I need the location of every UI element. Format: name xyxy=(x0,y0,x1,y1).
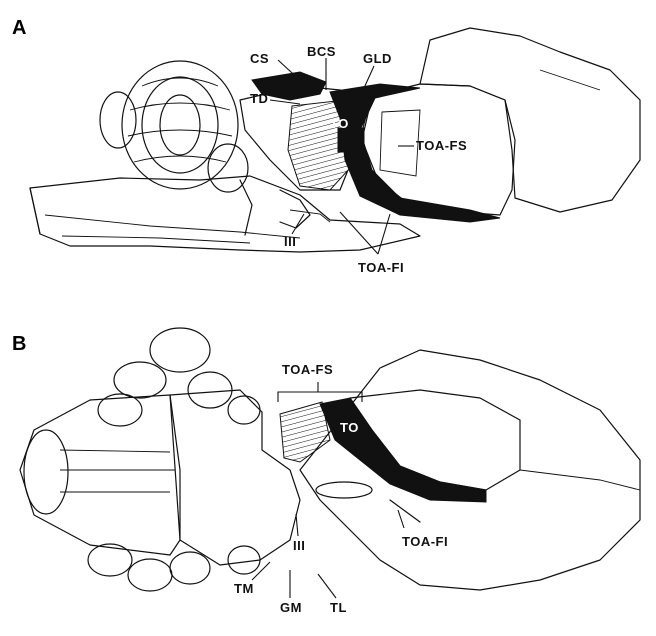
label-toa-fs-b: TOA-FS xyxy=(282,362,333,377)
label-iii-b: III xyxy=(293,538,305,553)
leader-toa-fi xyxy=(340,212,390,254)
panel-a-letter: A xyxy=(12,17,26,39)
tel-b-midline xyxy=(520,470,640,490)
label-toa-fi-b: TOA-FI xyxy=(402,534,448,549)
brainstem-lobe-line xyxy=(240,180,252,235)
olfactory-bulb xyxy=(420,28,640,212)
leader-td xyxy=(270,100,300,104)
panel-b: B TOA-FS TO TOA-FI xyxy=(12,328,640,615)
leader-iii-b xyxy=(296,514,298,536)
brainstem-cut-face xyxy=(30,188,40,234)
label-cs: CS xyxy=(250,51,269,66)
cerebellum xyxy=(100,61,248,192)
medulla-lines xyxy=(60,450,175,492)
nerve-iii-root xyxy=(280,190,310,228)
label-gm: GM xyxy=(280,600,302,615)
brainstem-groove xyxy=(45,215,300,238)
label-bcs: BCS xyxy=(307,44,336,59)
nucleus-ring xyxy=(228,396,260,424)
telencephalon-b xyxy=(300,350,640,590)
label-to-b: TO xyxy=(340,420,359,435)
panel-a: A xyxy=(12,17,640,275)
label-tl: TL xyxy=(330,600,347,615)
ventral-structure xyxy=(390,500,420,522)
leader-tl xyxy=(318,574,336,598)
optic-tectum-band xyxy=(330,84,500,222)
olfactory-line xyxy=(540,70,600,90)
label-iii: III xyxy=(284,234,296,249)
label-td: TD xyxy=(250,91,268,106)
label-to: TO xyxy=(330,116,349,131)
to-dark-spot xyxy=(338,128,364,152)
hypophysis-shape xyxy=(316,482,372,498)
brainstem-groove-2 xyxy=(62,236,250,243)
tel-inner-panel xyxy=(380,110,420,176)
leader-iii xyxy=(292,214,304,234)
ventral-line xyxy=(290,210,330,222)
label-toa-fs: TOA-FS xyxy=(416,138,467,153)
leader-toa-fi-b xyxy=(398,510,404,528)
label-toa-fi: TOA-FI xyxy=(358,260,404,275)
panel-b-letter: B xyxy=(12,333,26,355)
spinal-cut-face xyxy=(24,430,68,514)
label-tm: TM xyxy=(234,581,254,596)
label-gld: GLD xyxy=(363,51,392,66)
medulla-outline xyxy=(20,395,180,555)
cerebellum-b xyxy=(88,328,232,591)
